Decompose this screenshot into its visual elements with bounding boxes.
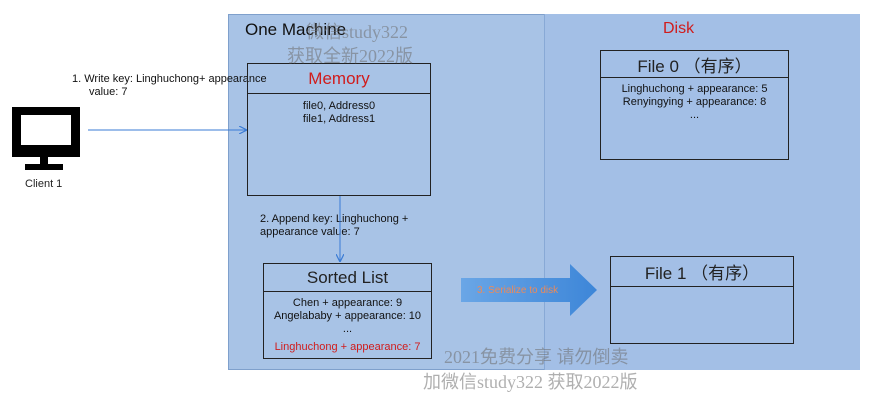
machine-title: One Machine bbox=[245, 20, 347, 39]
serialize-arrow bbox=[461, 264, 597, 316]
watermark: 2021免费分享 请勿倒卖 bbox=[444, 347, 629, 367]
client-label: Client 1 bbox=[25, 178, 63, 190]
sorted-list-entry: Chen + appearance: 9 bbox=[292, 297, 403, 309]
step1-line1: 1. Write key: Linghuchong+ appearance bbox=[72, 73, 267, 85]
file0-title: File 0 （有序） bbox=[601, 51, 788, 78]
monitor-icon bbox=[12, 107, 80, 157]
file1-title: File 1 （有序） bbox=[611, 257, 793, 287]
sorted-list-entry: Angelababy + appearance: 10 bbox=[273, 310, 422, 322]
sorted-list-entry: ... bbox=[342, 323, 353, 335]
sorted-list-title: Sorted List bbox=[264, 264, 431, 292]
step3-label: 3. Serialize to disk bbox=[477, 285, 559, 296]
step1-label: 1. Write key: Linghuchong+ appearance va… bbox=[72, 73, 267, 99]
watermark: 微信study322 bbox=[306, 22, 409, 42]
memory-box: Memory file0, Address0 file1, Address1 bbox=[247, 63, 431, 196]
file0-entry: ... bbox=[689, 109, 700, 121]
step1-line2: value: 7 bbox=[89, 86, 128, 98]
disk-title: Disk bbox=[663, 20, 695, 37]
monitor-stand bbox=[40, 157, 48, 164]
step2-label: 2. Append key: Linghuchong + appearance … bbox=[260, 213, 408, 239]
file0-box: File 0 （有序） Linghuchong + appearance: 5 … bbox=[600, 50, 789, 160]
file1-box: File 1 （有序） bbox=[610, 256, 794, 344]
file0-entry: Linghuchong + appearance: 5 bbox=[621, 83, 768, 95]
step2-line2: appearance value: 7 bbox=[260, 226, 360, 238]
memory-entry: file0, Address0 bbox=[302, 100, 376, 112]
memory-title: Memory bbox=[248, 64, 430, 94]
disk-area bbox=[544, 14, 860, 370]
step2-line1: 2. Append key: Linghuchong + bbox=[260, 213, 409, 225]
watermark: 加微信study322 获取2022版 bbox=[423, 372, 638, 392]
file0-entry: Renyingying + appearance: 8 bbox=[622, 96, 767, 108]
monitor-base bbox=[25, 164, 63, 170]
sorted-list-highlight: Linghuchong + appearance: 7 bbox=[274, 341, 421, 353]
sorted-list-box: Sorted List Chen + appearance: 9 Angelab… bbox=[263, 263, 432, 359]
memory-entry: file1, Address1 bbox=[302, 113, 376, 125]
watermark: 获取全新2022版 bbox=[287, 46, 413, 66]
